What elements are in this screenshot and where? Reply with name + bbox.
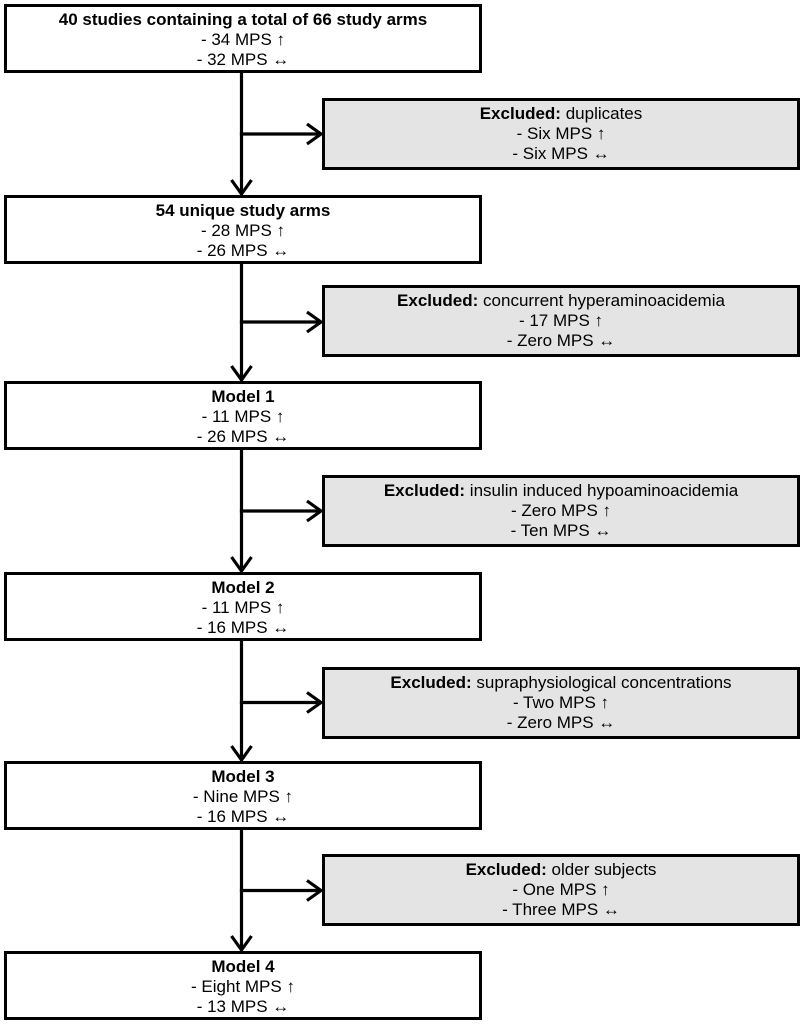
excluded-label: Excluded: bbox=[465, 860, 547, 879]
box-title: Model 3 bbox=[211, 767, 275, 786]
excluded-label: Excluded: bbox=[397, 291, 479, 310]
mps-nochange-line: - Zero MPS ↔ bbox=[506, 331, 616, 350]
excluded-box-supraphysiological: Excluded: supraphysiological concentrati… bbox=[322, 667, 800, 739]
flow-box-total-studies: 40 studies containing a total of 66 stud… bbox=[4, 4, 482, 73]
mps-up-line: - Eight MPS ↑ bbox=[191, 977, 295, 996]
mps-nochange-line: - 32 MPS ↔ bbox=[196, 50, 290, 69]
flow-box-model-2: Model 2 - 11 MPS ↑ - 16 MPS ↔ bbox=[4, 572, 482, 641]
excluded-box-older-subjects: Excluded: older subjects - One MPS ↑ - T… bbox=[322, 854, 800, 926]
mps-nochange-line: - 16 MPS ↔ bbox=[196, 618, 290, 637]
mps-nochange-line: - 13 MPS ↔ bbox=[196, 997, 290, 1016]
excluded-reason: older subjects bbox=[551, 860, 657, 879]
excluded-reason: duplicates bbox=[565, 104, 643, 123]
excluded-reason: insulin induced hypoaminoacidemia bbox=[469, 481, 739, 500]
mps-up-line: - 34 MPS ↑ bbox=[200, 30, 286, 49]
excluded-reason: concurrent hyperaminoacidemia bbox=[483, 291, 725, 310]
excluded-label: Excluded: bbox=[479, 104, 561, 123]
mps-up-line: - 11 MPS ↑ bbox=[201, 598, 285, 617]
mps-nochange-line: - Ten MPS ↔ bbox=[510, 521, 612, 540]
flow-box-model-3: Model 3 - Nine MPS ↑ - 16 MPS ↔ bbox=[4, 761, 482, 830]
mps-up-line: - Zero MPS ↑ bbox=[510, 501, 612, 520]
flow-box-model-4: Model 4 - Eight MPS ↑ - 13 MPS ↔ bbox=[4, 951, 482, 1020]
box-title: Model 2 bbox=[211, 578, 275, 597]
mps-nochange-line: - 26 MPS ↔ bbox=[196, 241, 290, 260]
box-title: Model 1 bbox=[211, 387, 275, 406]
excluded-reason: supraphysiological concentrations bbox=[476, 673, 732, 692]
box-title: 54 unique study arms bbox=[155, 201, 331, 220]
excluded-label: Excluded: bbox=[390, 673, 472, 692]
mps-nochange-line: - 26 MPS ↔ bbox=[196, 427, 290, 446]
mps-up-line: - Nine MPS ↑ bbox=[192, 787, 294, 806]
mps-up-line: - 11 MPS ↑ bbox=[201, 407, 285, 426]
flow-box-unique-arms: 54 unique study arms - 28 MPS ↑ - 26 MPS… bbox=[4, 195, 482, 264]
mps-up-line: - 28 MPS ↑ bbox=[200, 221, 286, 240]
flow-box-model-1: Model 1 - 11 MPS ↑ - 26 MPS ↔ bbox=[4, 381, 482, 450]
mps-up-line: - One MPS ↑ bbox=[512, 880, 610, 899]
box-title: Model 4 bbox=[211, 957, 275, 976]
excluded-label: Excluded: bbox=[383, 481, 466, 500]
mps-up-line: - Six MPS ↑ bbox=[516, 124, 606, 143]
box-title: 40 studies containing a total of 66 stud… bbox=[58, 10, 428, 29]
mps-up-line: - Two MPS ↑ bbox=[512, 693, 610, 712]
mps-nochange-line: - Three MPS ↔ bbox=[502, 900, 620, 919]
mps-nochange-line: - 16 MPS ↔ bbox=[196, 807, 290, 826]
excluded-box-hypoaminoacidemia: Excluded: insulin induced hypoaminoacide… bbox=[322, 475, 800, 547]
excluded-box-hyperaminoacidemia: Excluded: concurrent hyperaminoacidemia … bbox=[322, 285, 800, 357]
mps-up-line: - 17 MPS ↑ bbox=[518, 311, 604, 330]
excluded-box-duplicates: Excluded: duplicates - Six MPS ↑ - Six M… bbox=[322, 98, 800, 170]
mps-nochange-line: - Six MPS ↔ bbox=[512, 144, 610, 163]
mps-nochange-line: - Zero MPS ↔ bbox=[506, 713, 616, 732]
